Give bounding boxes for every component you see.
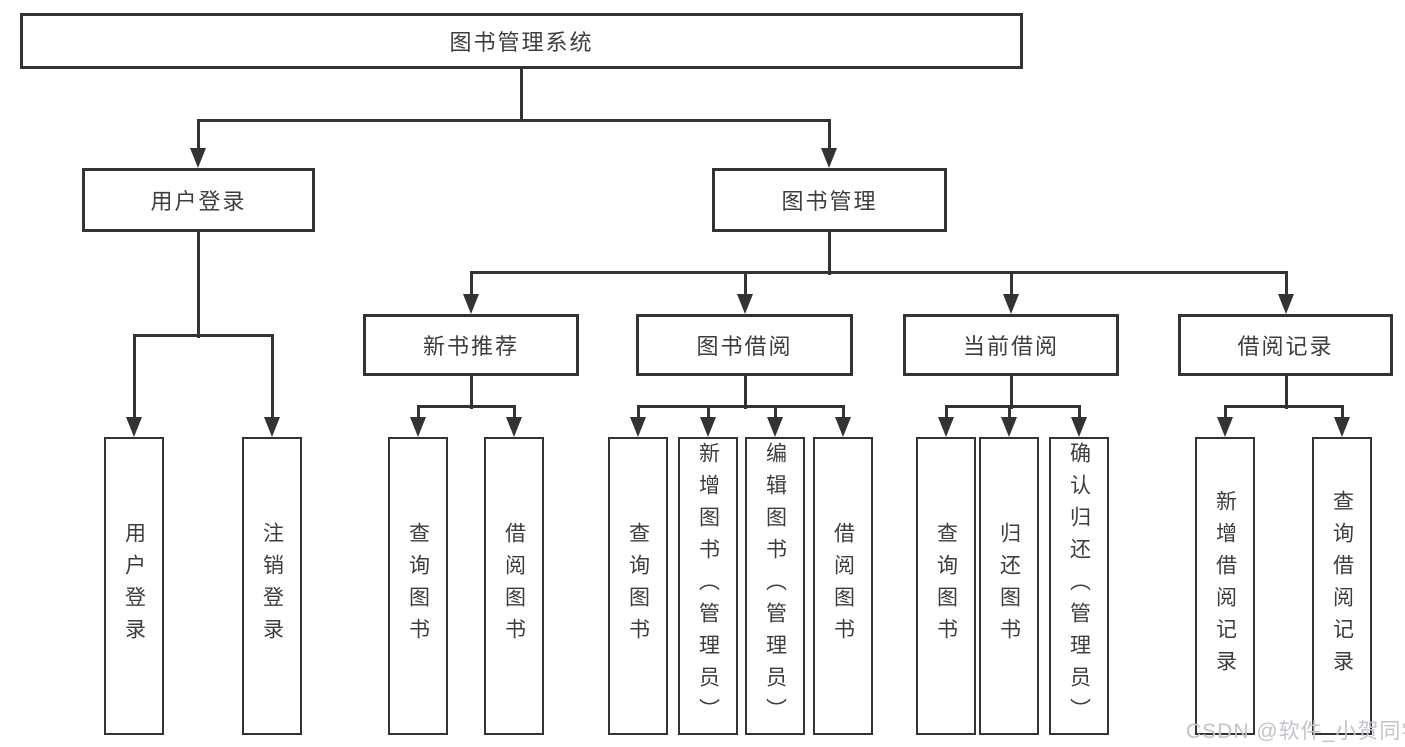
connector-line (1284, 272, 1288, 296)
connector-line (469, 272, 473, 296)
leaf-user-login: 用户登录 (104, 437, 164, 735)
node-new-book-recommend: 新书推荐 (363, 314, 579, 376)
arrow-down-icon (737, 294, 753, 314)
connector-line (636, 404, 845, 408)
connector-line (469, 376, 473, 409)
connector-line (469, 270, 1288, 274)
connector-line (512, 406, 516, 419)
leaf-query-borrow-record: 查询借阅记录 (1312, 437, 1372, 735)
leaf-logout: 注销登录 (242, 437, 302, 735)
arrow-down-icon (821, 148, 837, 168)
arrow-down-icon (126, 417, 142, 437)
arrow-down-icon (264, 417, 280, 437)
node-label: 新增图书（管理员） (696, 442, 720, 730)
node-label: 借阅记录 (1237, 334, 1334, 359)
arrow-down-icon (700, 417, 716, 437)
arrow-down-icon (835, 417, 851, 437)
connector-line (1009, 272, 1013, 296)
connector-line (1223, 404, 1344, 408)
node-label: 用户登录 (150, 189, 247, 214)
connector-line (416, 406, 420, 419)
connector-line (1223, 406, 1227, 419)
connector-line (196, 118, 831, 122)
node-book-borrowing: 图书借阅 (636, 314, 853, 376)
connector-line (841, 406, 845, 419)
connector-line (944, 406, 948, 419)
node-label: 查询图书 (934, 522, 958, 650)
arrow-down-icon (410, 417, 426, 437)
connector-line (743, 272, 747, 296)
leaf-query-books-recommend: 查询图书 (388, 437, 448, 735)
connector-line (743, 376, 747, 409)
arrow-down-icon (1334, 417, 1350, 437)
node-label: 图书管理系统 (449, 30, 594, 55)
arrow-down-icon (1003, 294, 1019, 314)
node-book-management: 图书管理 (712, 168, 947, 232)
node-label: 当前借阅 (962, 334, 1059, 359)
connector-line (519, 69, 523, 122)
connector-line (1284, 376, 1288, 409)
connector-line (773, 406, 777, 419)
node-label: 查询图书 (626, 522, 650, 650)
node-label: 注销登录 (260, 522, 284, 650)
connector-line (1007, 406, 1011, 419)
connector-line (196, 232, 200, 338)
connector-line (132, 335, 136, 419)
leaf-query-books-current: 查询图书 (916, 437, 976, 735)
connector-line (270, 335, 274, 419)
connector-line (196, 120, 200, 150)
connector-line (944, 404, 1081, 408)
leaf-edit-books-admin: 编辑图书（管理员） (745, 437, 805, 735)
arrow-down-icon (1278, 294, 1294, 314)
node-label: 确认归还（管理员） (1067, 442, 1091, 730)
node-label: 图书借阅 (696, 334, 793, 359)
arrow-down-icon (506, 417, 522, 437)
node-label: 归还图书 (997, 522, 1021, 650)
node-user-login: 用户登录 (82, 168, 315, 232)
connector-line (416, 404, 516, 408)
connector-line (636, 406, 640, 419)
connector-line (706, 406, 710, 419)
node-label: 编辑图书（管理员） (763, 442, 787, 730)
connector-line (1009, 376, 1013, 409)
leaf-confirm-return-admin: 确认归还（管理员） (1049, 437, 1109, 735)
connector-line (1340, 406, 1344, 419)
arrow-down-icon (190, 148, 206, 168)
node-label: 借阅图书 (831, 522, 855, 650)
arrow-down-icon (463, 294, 479, 314)
arrow-down-icon (630, 417, 646, 437)
connector-line (1077, 406, 1081, 419)
leaf-borrow-books-recommend: 借阅图书 (484, 437, 544, 735)
watermark-text: CSDN @软件_小贺同学 (1186, 720, 1405, 743)
connector-line (827, 232, 831, 275)
node-label: 新增借阅记录 (1213, 490, 1237, 682)
leaf-borrow-books: 借阅图书 (813, 437, 873, 735)
arrow-down-icon (1217, 417, 1233, 437)
node-current-borrowing: 当前借阅 (903, 314, 1119, 376)
node-label: 借阅图书 (502, 522, 526, 650)
node-label: 查询借阅记录 (1330, 490, 1354, 682)
leaf-query-books-borrowing: 查询图书 (608, 437, 668, 735)
node-library-management-system: 图书管理系统 (20, 13, 1023, 69)
arrow-down-icon (938, 417, 954, 437)
leaf-return-books: 归还图书 (979, 437, 1039, 735)
arrow-down-icon (1001, 417, 1017, 437)
node-label: 图书管理 (781, 189, 878, 214)
arrow-down-icon (1071, 417, 1087, 437)
leaf-add-borrow-record: 新增借阅记录 (1195, 437, 1255, 735)
leaf-add-books-admin: 新增图书（管理员） (678, 437, 738, 735)
node-label: 新书推荐 (422, 334, 519, 359)
node-label: 用户登录 (122, 522, 146, 650)
connector-line (827, 120, 831, 150)
arrow-down-icon (767, 417, 783, 437)
node-label: 查询图书 (406, 522, 430, 650)
connector-line (132, 333, 274, 337)
node-borrowing-records: 借阅记录 (1178, 314, 1393, 376)
